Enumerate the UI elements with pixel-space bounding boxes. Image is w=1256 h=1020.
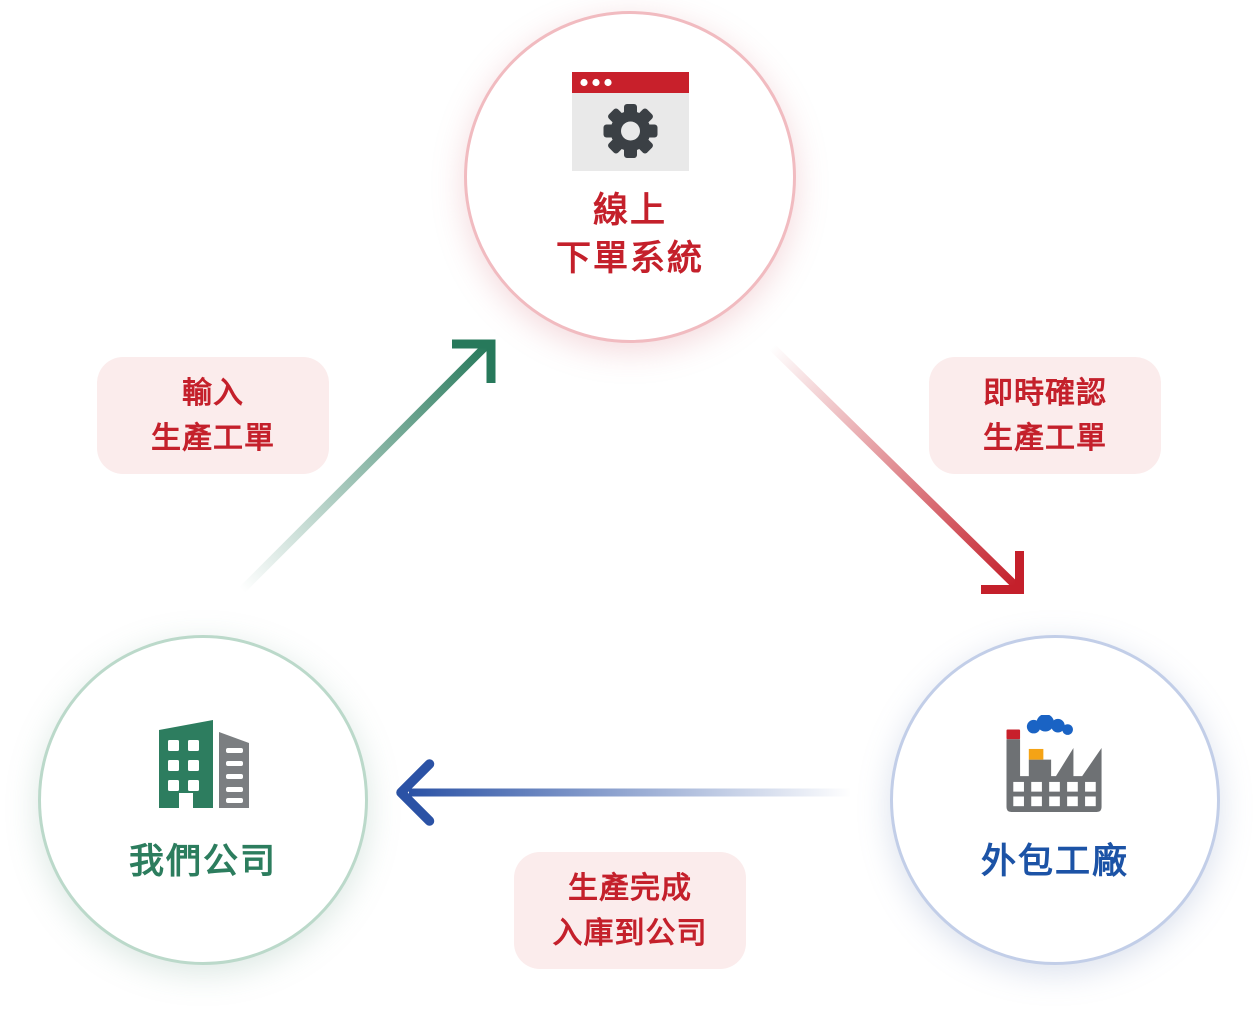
label-complete-line1: 生產完成 <box>568 871 692 905</box>
label-input-line2: 生產工單 <box>151 421 275 455</box>
office-buildings-icon <box>158 719 249 808</box>
label-confirm-production-order: 即時確認 生產工單 <box>929 357 1161 474</box>
company-label: 我們公司 <box>128 841 277 881</box>
arrow-confirm-production-order <box>769 344 1024 594</box>
label-input-production-order: 輸入 生產工單 <box>97 357 329 474</box>
factory-icon <box>1006 714 1102 812</box>
arrow-production-complete <box>396 759 851 826</box>
label-complete-line2: 入庫到公司 <box>552 916 708 950</box>
gear-icon <box>603 103 657 158</box>
order-system-label: 線上 下單系統 <box>556 187 704 283</box>
browser-gear-icon <box>571 71 689 171</box>
order-system-label-line1: 線上 <box>592 190 667 230</box>
node-order-system: 線上 下單系統 <box>464 11 796 343</box>
arrow-input-production-order <box>239 339 496 593</box>
smoke-cloud-icon <box>1026 714 1073 735</box>
label-input-line1: 輸入 <box>182 376 244 410</box>
node-outsource-factory: 外包工廠 <box>890 635 1220 965</box>
label-production-complete: 生產完成 入庫到公司 <box>514 852 746 969</box>
label-confirm-line2: 生產工單 <box>983 421 1107 455</box>
node-our-company: 我們公司 <box>38 635 368 965</box>
label-confirm-line1: 即時確認 <box>983 376 1107 410</box>
factory-label: 外包工廠 <box>980 841 1129 881</box>
order-system-label-line2: 下單系統 <box>555 238 704 278</box>
